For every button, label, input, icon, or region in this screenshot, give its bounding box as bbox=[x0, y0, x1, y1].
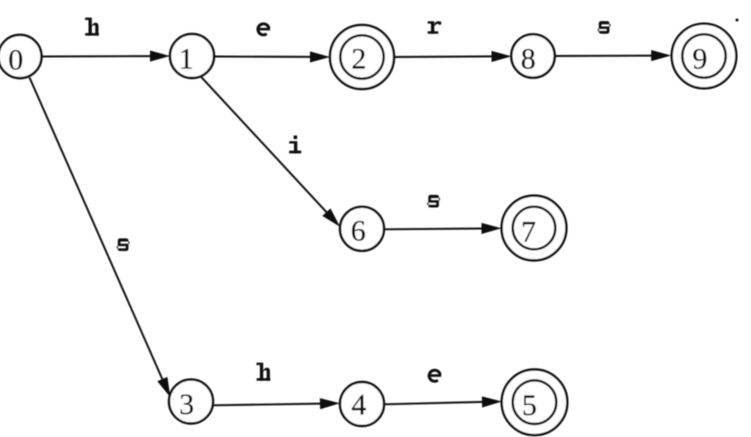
svg-text:4: 4 bbox=[351, 388, 366, 421]
svg-text:3: 3 bbox=[179, 388, 194, 421]
svg-text:6: 6 bbox=[351, 215, 366, 248]
svg-text:1: 1 bbox=[179, 42, 194, 75]
svg-text:8: 8 bbox=[521, 43, 536, 76]
svg-text:7: 7 bbox=[521, 216, 536, 249]
svg-text:2: 2 bbox=[351, 43, 366, 76]
svg-text:5: 5 bbox=[522, 389, 537, 422]
svg-text:0: 0 bbox=[8, 44, 23, 77]
svg-text:9: 9 bbox=[692, 42, 707, 75]
